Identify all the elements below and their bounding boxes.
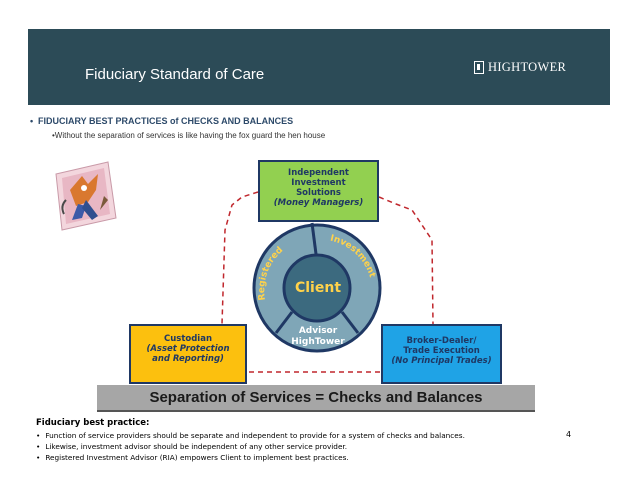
broker-line-1: Broker-Dealer/ (406, 336, 477, 346)
main-bullet: • FIDUCIARY BEST PRACTICES of CHECKS AND… (30, 116, 294, 126)
tower-icon (474, 61, 484, 74)
list-item: Likewise, investment advisor should be i… (36, 441, 465, 452)
connector-top-to-custodian (221, 191, 259, 325)
broker-dealer-box: Broker-Dealer/ Trade Execution (No Princ… (381, 324, 502, 384)
advisor-label: Advisor HighTower (270, 326, 366, 348)
best-practice-title: Fiduciary best practice: (36, 418, 150, 428)
sub-bullet: •Without the separation of services is l… (52, 131, 326, 140)
best-practice-list: Function of service providers should be … (36, 430, 465, 463)
broker-line-2: Trade Execution (403, 346, 480, 356)
bullet-dot-icon: • (30, 116, 34, 126)
header-band: Fiduciary Standard of Care HIGHTOWER (28, 29, 610, 105)
investment-solutions-box: Independent Investment Solutions (Money … (258, 160, 379, 222)
advisor-line-1: Advisor (298, 326, 338, 336)
custodian-italic-1: (Asset Protection (146, 344, 230, 354)
list-item: Function of service providers should be … (36, 430, 465, 441)
spoke-right (340, 311, 360, 334)
separation-of-services-bar: Separation of Services = Checks and Bala… (97, 384, 535, 412)
imm-line-2: Investment (291, 178, 346, 188)
slide-title: Fiduciary Standard of Care (85, 66, 265, 83)
custodian-italic-2: and Reporting) (152, 354, 224, 364)
page-number: 4 (566, 430, 572, 439)
custodian-box: Custodian (Asset Protection and Reportin… (129, 324, 247, 384)
list-item: Registered Investment Advisor (RIA) empo… (36, 452, 465, 463)
logo-text: HIGHTOWER (488, 60, 567, 74)
hightower-logo: HIGHTOWER (474, 60, 566, 75)
broker-italic: (No Principal Trades) (391, 356, 492, 366)
custodian-title: Custodian (163, 334, 213, 344)
main-bullet-text: FIDUCIARY BEST PRACTICES of CHECKS AND B… (38, 116, 294, 126)
spoke-top (310, 222, 318, 255)
advisor-line-2: HighTower (291, 337, 345, 347)
client-label: Client (294, 280, 342, 296)
imm-line-3: Solutions (296, 188, 341, 198)
spoke-left (274, 311, 294, 334)
fox-illustration (55, 161, 117, 231)
connector-top-to-broker (378, 196, 434, 325)
client-core (282, 253, 352, 323)
imm-italic: (Money Managers) (273, 198, 364, 208)
imm-line-1: Independent (288, 168, 349, 178)
